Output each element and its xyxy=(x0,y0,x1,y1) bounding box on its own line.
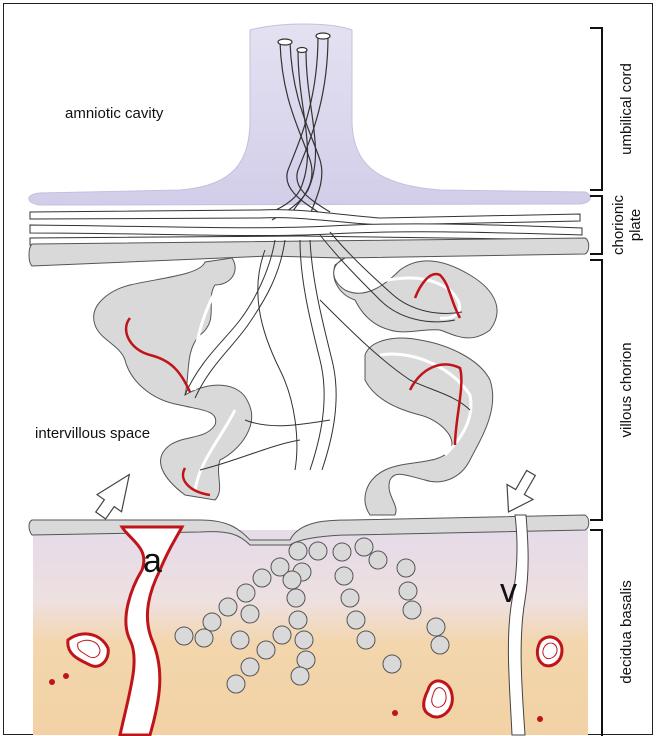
flow-arrow-down-right xyxy=(496,465,544,519)
bracket-text-villous-chorion: villous chorion xyxy=(618,342,635,437)
side-brackets xyxy=(590,28,602,736)
flow-arrow-up-left xyxy=(88,466,141,524)
bracket-text-chorionic: chorionic xyxy=(610,194,627,255)
bracket-text-plate: plate xyxy=(627,209,644,242)
bracket-label-chorionic-plate: chorionic plate xyxy=(610,194,644,255)
bracket-label-decidua-basalis: decidua basalis xyxy=(618,580,635,683)
bracket-label-villous-chorion: villous chorion xyxy=(618,342,635,437)
label-amniotic-cavity: amniotic cavity xyxy=(65,105,164,122)
decidua-basalis-region xyxy=(33,530,588,735)
bracket-text-decidua-basalis: decidua basalis xyxy=(618,580,635,683)
label-artery: a xyxy=(143,542,162,580)
label-vein: v xyxy=(500,572,517,610)
bracket-text-umbilical-cord: umbilical cord xyxy=(618,63,635,155)
bracket-label-umbilical-cord: umbilical cord xyxy=(618,63,635,155)
label-intervillous-space: intervillous space xyxy=(35,425,150,442)
